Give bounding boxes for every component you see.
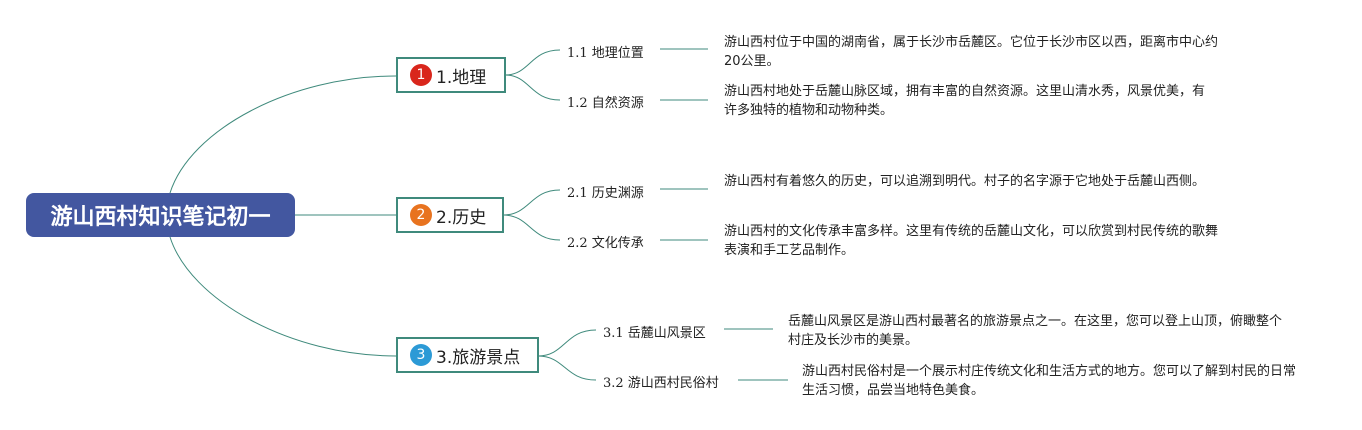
subtopic-yuelu-scenic-area[interactable]: 3.1 岳麓山风景区	[603, 326, 706, 341]
subtopic-historical-origin[interactable]: 2.1 历史渊源	[567, 186, 644, 201]
connector-topic-2-sub-1	[502, 189, 561, 216]
note-folk-village: 游山西村民俗村是一个展示村庄传统文化和生活方式的地方。您可以了解到村民的日常生活…	[802, 364, 1297, 398]
connector-topic-2-sub-2	[502, 214, 561, 241]
priority-2-icon: 2	[410, 204, 432, 226]
subtopic-cultural-heritage[interactable]: 2.2 文化传承	[567, 236, 644, 251]
topic-label: 1.地理	[436, 67, 487, 88]
note-historical-origin: 游山西村有着悠久的历史，可以追溯到明代。村子的名字源于它地处于岳麓山西侧。	[724, 174, 1206, 189]
topic-history[interactable]: 2 2.历史	[396, 197, 504, 233]
note-natural-resources: 游山西村地处于岳麓山脉区域，拥有丰富的自然资源。这里山清水秀，风景优美，有许多独…	[724, 84, 1206, 118]
note-geographic-location: 游山西村位于中国的湖南省，属于长沙市岳麓区。它位于长沙市区以西，距离市中心约20…	[724, 35, 1219, 69]
connector-topic-1-sub-1	[504, 49, 561, 76]
topic-tourist-attractions[interactable]: 3 3.旅游景点	[396, 337, 539, 373]
connector-root-topic-1	[169, 75, 397, 194]
note-yuelu-scenic-area: 岳麓山风景区是游山西村最著名的旅游景点之一。在这里，您可以登上山顶，俯瞰整个村庄…	[788, 314, 1283, 348]
topic-label: 2.历史	[436, 207, 487, 228]
priority-1-icon: 1	[410, 64, 432, 86]
topic-geography[interactable]: 1 1.地理	[396, 57, 506, 93]
connector-topic-3-sub-1	[537, 329, 597, 357]
connector-root-topic-3	[169, 236, 397, 357]
note-cultural-heritage: 游山西村的文化传承丰富多样。这里有传统的岳麓山文化，可以欣赏到村民传统的歌舞表演…	[724, 224, 1219, 258]
connector-topic-1-sub-2	[504, 74, 561, 101]
central-topic[interactable]: 游山西村知识笔记初一	[26, 193, 295, 237]
priority-3-icon: 3	[410, 344, 432, 366]
subtopic-natural-resources[interactable]: 1.2 自然资源	[567, 96, 644, 111]
subtopic-folk-village[interactable]: 3.2 游山西村民俗村	[603, 376, 719, 391]
connector-topic-3-sub-2	[537, 355, 597, 381]
subtopic-geographic-location[interactable]: 1.1 地理位置	[567, 46, 644, 61]
topic-label: 3.旅游景点	[436, 347, 521, 368]
